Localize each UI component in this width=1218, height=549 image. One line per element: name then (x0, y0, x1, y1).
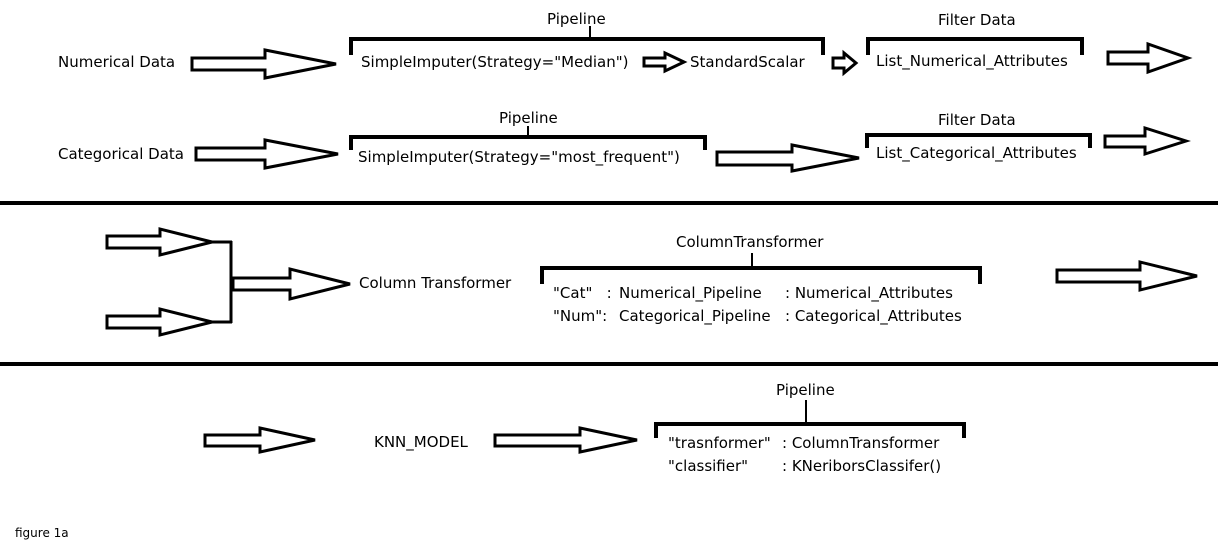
final-pipeline-title: Pipeline (776, 381, 835, 399)
columntransformer-title: ColumnTransformer (676, 233, 824, 251)
arrow-knn-to-pipeline (493, 426, 638, 454)
classifier-key: "classifier" (668, 457, 749, 475)
standard-scalar-label: StandardScalar (690, 53, 805, 71)
transformer-key: "trasnformer" (668, 434, 771, 452)
classifier-value: : KNeriborsClassifer() (782, 457, 942, 475)
figure-caption: figure 1a (15, 526, 69, 540)
arrow-filter-out-2 (1103, 125, 1191, 157)
arrow-numerical-to-pipeline (190, 48, 337, 80)
arrow-merge-to-transformer (231, 267, 351, 301)
arrow-input-bottom (105, 307, 213, 337)
filter-title-numerical: Filter Data (938, 11, 1016, 29)
arrow-pipeline-to-filter (831, 49, 859, 77)
column-transformer-label: Column Transformer (359, 274, 512, 292)
numerical-pipeline-value: Numerical_Pipeline (619, 284, 762, 302)
columntransformer-bracket (540, 266, 982, 284)
filter-bracket-numerical (866, 37, 1084, 55)
filter-bracket-categorical (865, 133, 1092, 148)
arrow-filter-out-1 (1106, 41, 1193, 75)
categorical-attributes-label: List_Categorical_Attributes (876, 144, 1077, 162)
arrow-categorical-to-pipeline (194, 138, 339, 170)
final-pipeline-bracket (654, 422, 966, 438)
imputer-median-label: SimpleImputer(Strategy="Median") (361, 53, 629, 71)
knn-model-label: KNN_MODEL (374, 433, 468, 451)
arrow-into-knn (203, 426, 316, 454)
numerical-attributes-label: List_Numerical_Attributes (876, 52, 1068, 70)
num-key: "Num": (553, 307, 608, 325)
pipeline-title-numerical: Pipeline (547, 10, 606, 28)
filter-title-categorical: Filter Data (938, 111, 1016, 129)
pipeline-bracket-numerical (349, 37, 825, 55)
arrow-transformer-out (1055, 260, 1198, 292)
numerical-attributes-value: : Numerical_Attributes (785, 284, 953, 302)
numerical-data-label: Numerical Data (58, 53, 176, 71)
transformer-value: : ColumnTransformer (782, 434, 940, 452)
categorical-attributes-value: : Categorical_Attributes (785, 307, 962, 325)
arrow-pipeline-to-filter-2 (715, 143, 860, 173)
pipeline-title-categorical: Pipeline (499, 109, 558, 127)
categorical-data-label: Categorical Data (58, 145, 184, 163)
arrow-imputer-to-scalar (642, 50, 688, 74)
cat-key: "Cat" : (553, 284, 612, 302)
categorical-pipeline-value: Categorical_Pipeline (619, 307, 771, 325)
arrow-input-top (105, 227, 213, 257)
imputer-frequent-label: SimpleImputer(Strategy="most_frequent") (358, 148, 680, 166)
